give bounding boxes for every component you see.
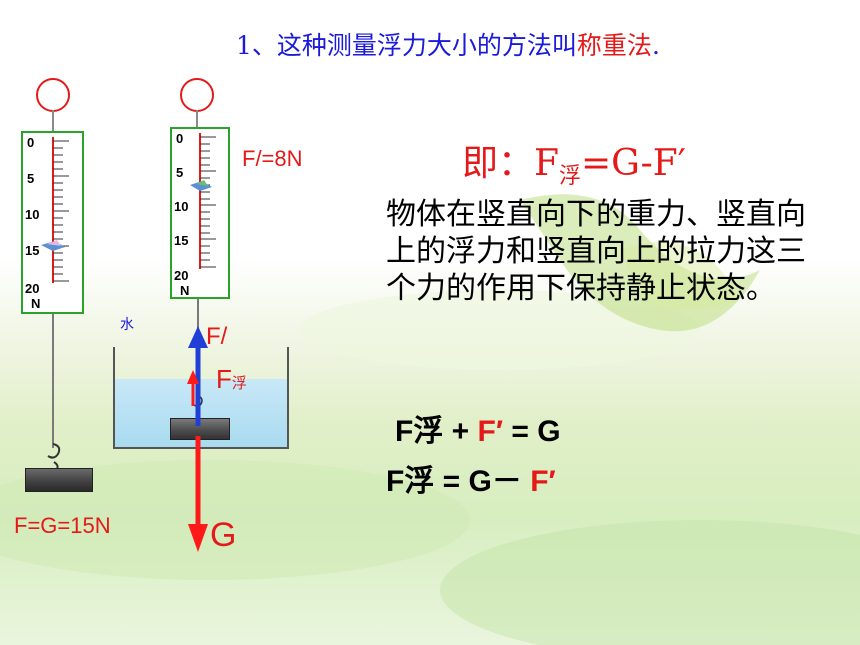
right-scale-pointer [190,181,212,191]
pull-arrow-head [188,326,208,348]
right-scale-hook-ring [180,78,214,112]
buoyancy-force-label: F浮 [216,364,247,395]
right-tick-0: 0 [176,131,184,146]
right-scale-hanger-line [196,110,198,130]
left-spring-scale: 0 5 10 15 20 N [21,131,84,314]
pull-force-label: F/ [206,323,228,350]
eq1-part3: = G [503,415,561,448]
left-weight-block [25,468,93,492]
force-arrows [187,326,208,552]
eq1-part2: F′ [477,415,504,448]
right-reading-label: F/=8N [242,146,303,172]
right-tick-5: 5 [176,165,184,180]
formula-prefix: 即：F [462,143,559,184]
left-tick-10: 10 [25,207,40,222]
left-reading-label: F=G=15N [14,513,111,538]
force-description: 物体在竖直向下的重力、竖直向上的浮力和竖直向上的拉力这三个力的作用下保持静止状态… [386,197,806,306]
formula-heading: 即：F浮=G-F′ [462,134,686,190]
right-tick-15: 15 [174,233,189,248]
eq1-part1: F浮 + [395,415,478,448]
formula-suffix: =G-F′ [581,143,686,184]
title-highlight: 称重法 [576,31,652,60]
gravity-arrow-head [188,524,208,552]
right-unit: N [180,283,190,298]
left-tick-5: 5 [27,171,35,186]
right-reading-text: F/=8N [242,146,303,171]
left-scale-hook-ring [36,78,70,112]
equation-buoyancy: F浮 = G－ F′ [386,456,556,500]
gravity-label: G [210,516,237,554]
left-unit: N [31,296,41,311]
buoyancy-arrow-head [187,370,199,384]
title-period: . [651,31,660,60]
equation-sum: F浮 + F′ = G [395,406,561,450]
left-tick-20: 20 [25,281,40,296]
left-tick-15: 15 [25,243,40,258]
leaf-shape [520,194,760,332]
left-scale-ticks [41,137,69,283]
left-scale-string [52,314,54,448]
left-tick-0: 0 [27,135,35,150]
buoyancy-letter: F [216,364,232,394]
slide-title: 1、这种测量浮力大小的方法叫称重法. [236,26,660,62]
formula-subscript: 浮 [558,164,581,189]
right-tick-20: 20 [174,268,189,283]
eq2-part1: F浮 = G－ [386,465,531,498]
right-tick-10: 10 [174,199,189,214]
right-spring-scale: 0 5 10 15 20 N [170,127,230,299]
buoyancy-subscript: 浮 [231,374,247,392]
title-text: 1、这种测量浮力大小的方法叫 [236,31,577,60]
left-scale-hanger-line [52,110,54,132]
water-label: 水 [120,317,134,333]
eq2-part2: F′ [530,465,556,498]
right-scale-ticks [190,133,216,269]
